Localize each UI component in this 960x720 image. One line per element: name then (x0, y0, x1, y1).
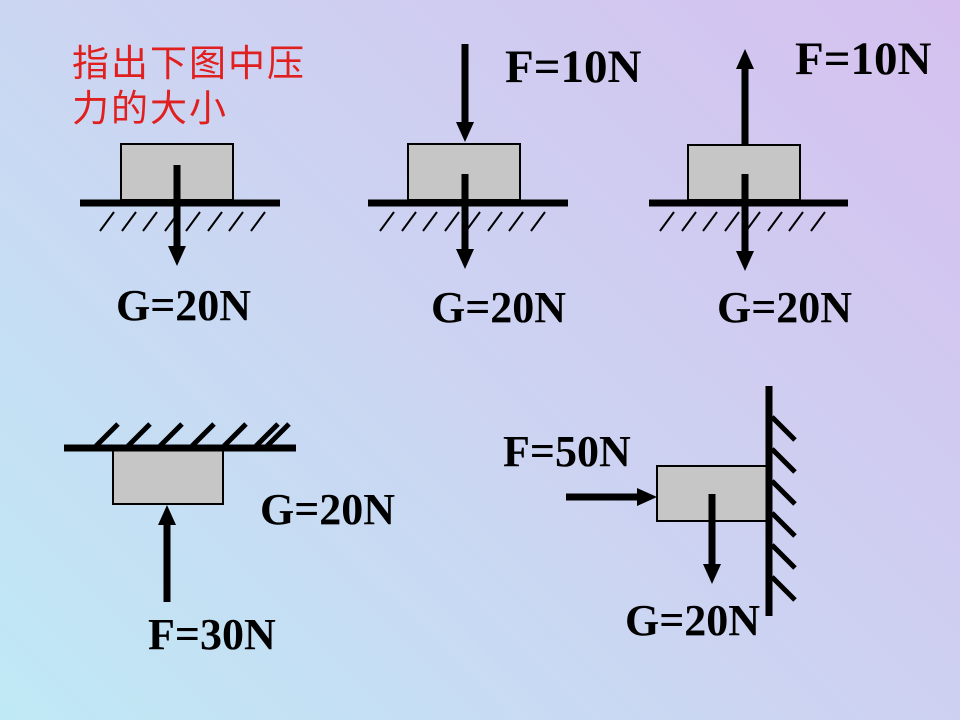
gravity-arrow (736, 174, 754, 271)
ground-hatching (99, 211, 266, 232)
diagram-3-upward-force (649, 49, 848, 271)
gravity-label-diagram-4: G=20N (260, 485, 396, 534)
gravity-arrow (703, 494, 721, 584)
force-label-diagram-2: F=10N (505, 41, 642, 93)
gravity-label-diagram-5: G=20N (625, 596, 761, 645)
applied-force-arrow (456, 44, 474, 142)
ground-hatching (379, 211, 546, 232)
block (112, 449, 224, 505)
diagram-1-block-on-ground (80, 143, 280, 266)
force-label-diagram-4: F=30N (148, 610, 276, 659)
gravity-arrow (456, 174, 474, 269)
applied-force-arrow (158, 505, 176, 602)
slide-title: 指出下图中压 力的大小 (72, 44, 306, 130)
applied-force-arrow (736, 49, 754, 146)
force-label-diagram-5: F=50N (503, 427, 631, 476)
diagram-5-wall (566, 386, 797, 616)
gravity-label-diagram-1: G=20N (116, 281, 252, 330)
gravity-label-diagram-2: G=20N (431, 283, 567, 332)
applied-force-arrow (566, 488, 657, 506)
wall-hatching (770, 415, 797, 602)
ceiling-hatching (94, 422, 291, 448)
gravity-arrow (168, 165, 186, 266)
gravity-label-diagram-3: G=20N (717, 283, 853, 332)
diagram-4-ceiling (64, 422, 296, 602)
force-label-diagram-3: F=10N (795, 33, 932, 85)
diagram-2-downward-force (368, 44, 568, 269)
